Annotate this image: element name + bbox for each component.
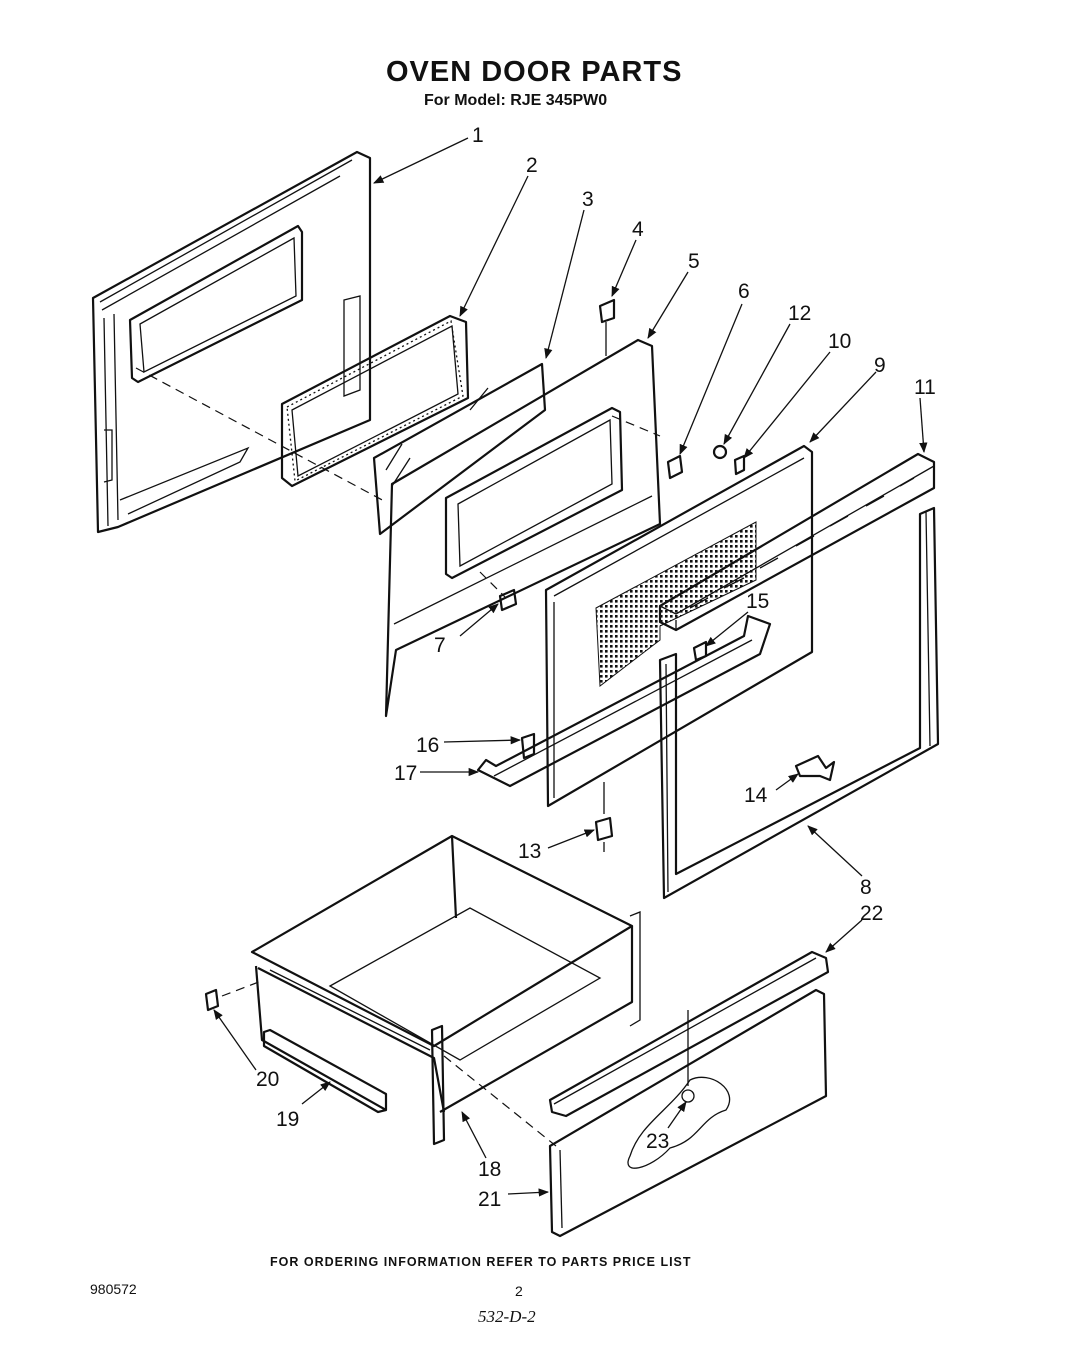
door-frame [658,506,940,900]
callout-1: 1 [472,124,484,147]
alignment-lines [135,367,661,1147]
clip-part-5 [666,454,684,480]
callout-9: 9 [874,354,886,377]
callout-23: 23 [646,1130,669,1153]
clip-part-6 [498,588,518,612]
window-pack-with-mesh [544,444,814,808]
leader-lines [213,137,928,1197]
ordering-info-note: FOR ORDERING INFORMATION REFER TO PARTS … [270,1255,692,1269]
page-title: OVEN DOOR PARTS [386,56,683,88]
page-number: 2 [515,1283,523,1299]
callout-8: 8 [860,876,872,899]
outer-door-panel [91,150,372,534]
callout-13: 13 [518,840,541,863]
clip-part-7 [598,298,616,356]
storage-drawer [250,834,641,1146]
callout-21: 21 [478,1188,501,1211]
bumper-part-13 [594,782,614,852]
callout-16: 16 [416,734,439,757]
callout-10: 10 [828,330,851,353]
callout-2: 2 [526,154,538,177]
handwritten-code: 532-D-2 [478,1307,536,1326]
drawer-front-panel [548,988,828,1238]
callout-4: 4 [632,218,644,241]
door-vent-trim [658,452,936,632]
callout-11: 11 [914,376,936,399]
inner-door-liner [384,338,662,718]
callout-labels: 1 2 3 4 5 6 7 8 9 10 11 12 13 14 15 16 1… [256,124,936,1211]
drawer-rail [262,1028,388,1114]
callout-19: 19 [276,1108,299,1131]
callout-17: 17 [394,762,417,785]
drawer-glide-clip [204,988,220,1012]
latch-part-14 [794,754,836,782]
callout-3: 3 [582,188,594,211]
callout-14: 14 [744,784,768,807]
callout-15: 15 [746,590,769,613]
model-subtitle: For Model: RJE 345PW0 [424,92,608,109]
clip-part-10 [733,454,746,476]
callout-6: 6 [738,280,750,303]
callout-7: 7 [434,634,446,657]
callout-18: 18 [478,1158,501,1181]
callout-5: 5 [688,250,700,273]
screw-part-12 [712,444,728,460]
drawer-top-trim [548,950,830,1118]
document-number: 980572 [90,1281,137,1297]
callout-22: 22 [860,902,883,925]
callout-12: 12 [788,302,811,325]
handle-bar [476,614,772,788]
callout-20: 20 [256,1068,279,1091]
inner-glass-panel [372,362,547,536]
